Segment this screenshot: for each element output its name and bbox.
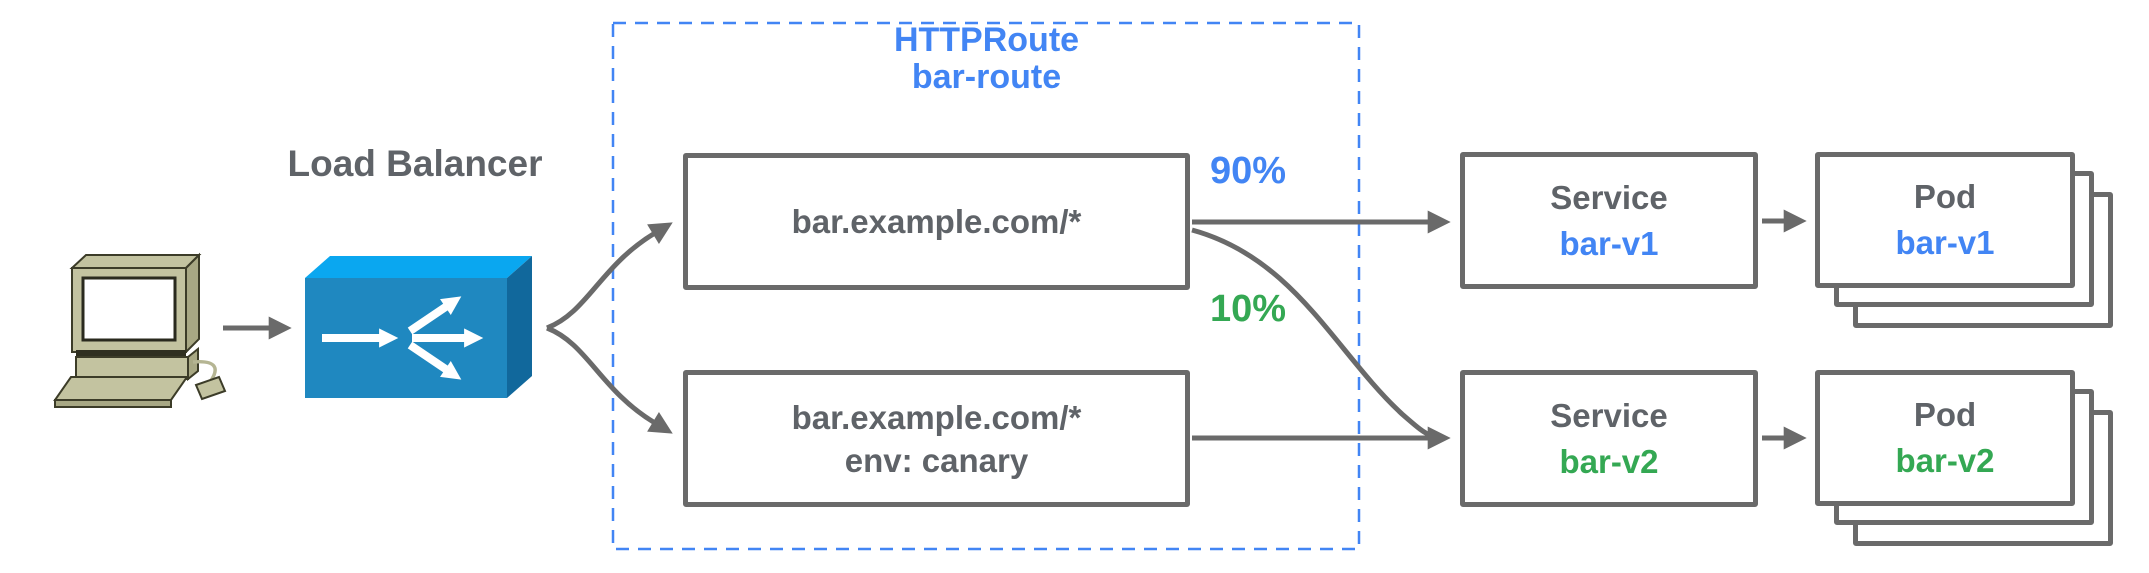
primary-match-to-service-v2-curve bbox=[1191, 227, 1433, 439]
load-balancer-icon bbox=[305, 256, 532, 398]
desktop-computer-icon bbox=[53, 252, 227, 408]
route-match-rule: bar.example.com/* bbox=[791, 203, 1082, 240]
route-match-primary: bar.example.com/* bbox=[683, 153, 1190, 290]
httproute-name: bar-route bbox=[911, 58, 1062, 96]
lb-to-canary-match-arrow bbox=[546, 325, 673, 434]
pod-label: Pod bbox=[1913, 178, 1977, 215]
pod-label: Pod bbox=[1913, 396, 1977, 433]
pod-name: bar-v2 bbox=[1895, 442, 1995, 479]
pod-v1-box: Pod bar-v1 bbox=[1815, 152, 2075, 288]
weight-90-label: 90% bbox=[1210, 150, 1287, 192]
service-v2-box: Service bar-v2 bbox=[1460, 370, 1758, 507]
route-match-rule: bar.example.com/* bbox=[791, 398, 1082, 436]
lb-to-primary-match-arrow bbox=[546, 222, 673, 331]
httproute-kind: HTTPRoute bbox=[893, 21, 1080, 59]
service-label: Service bbox=[1550, 396, 1668, 434]
route-match-canary: bar.example.com/* env: canary bbox=[683, 370, 1190, 507]
httproute-title: HTTPRoute bar-route bbox=[613, 22, 1360, 96]
weight-10-label: 10% bbox=[1210, 288, 1287, 330]
service-name: bar-v1 bbox=[1559, 224, 1659, 262]
service-name: bar-v2 bbox=[1559, 442, 1659, 480]
service-label: Service bbox=[1550, 178, 1668, 216]
pod-v2-box: Pod bar-v2 bbox=[1815, 370, 2075, 506]
load-balancer-label: Load Balancer bbox=[287, 143, 543, 184]
pod-name: bar-v1 bbox=[1895, 224, 1995, 261]
service-v1-box: Service bar-v1 bbox=[1460, 152, 1758, 289]
route-match-header: env: canary bbox=[844, 441, 1029, 479]
